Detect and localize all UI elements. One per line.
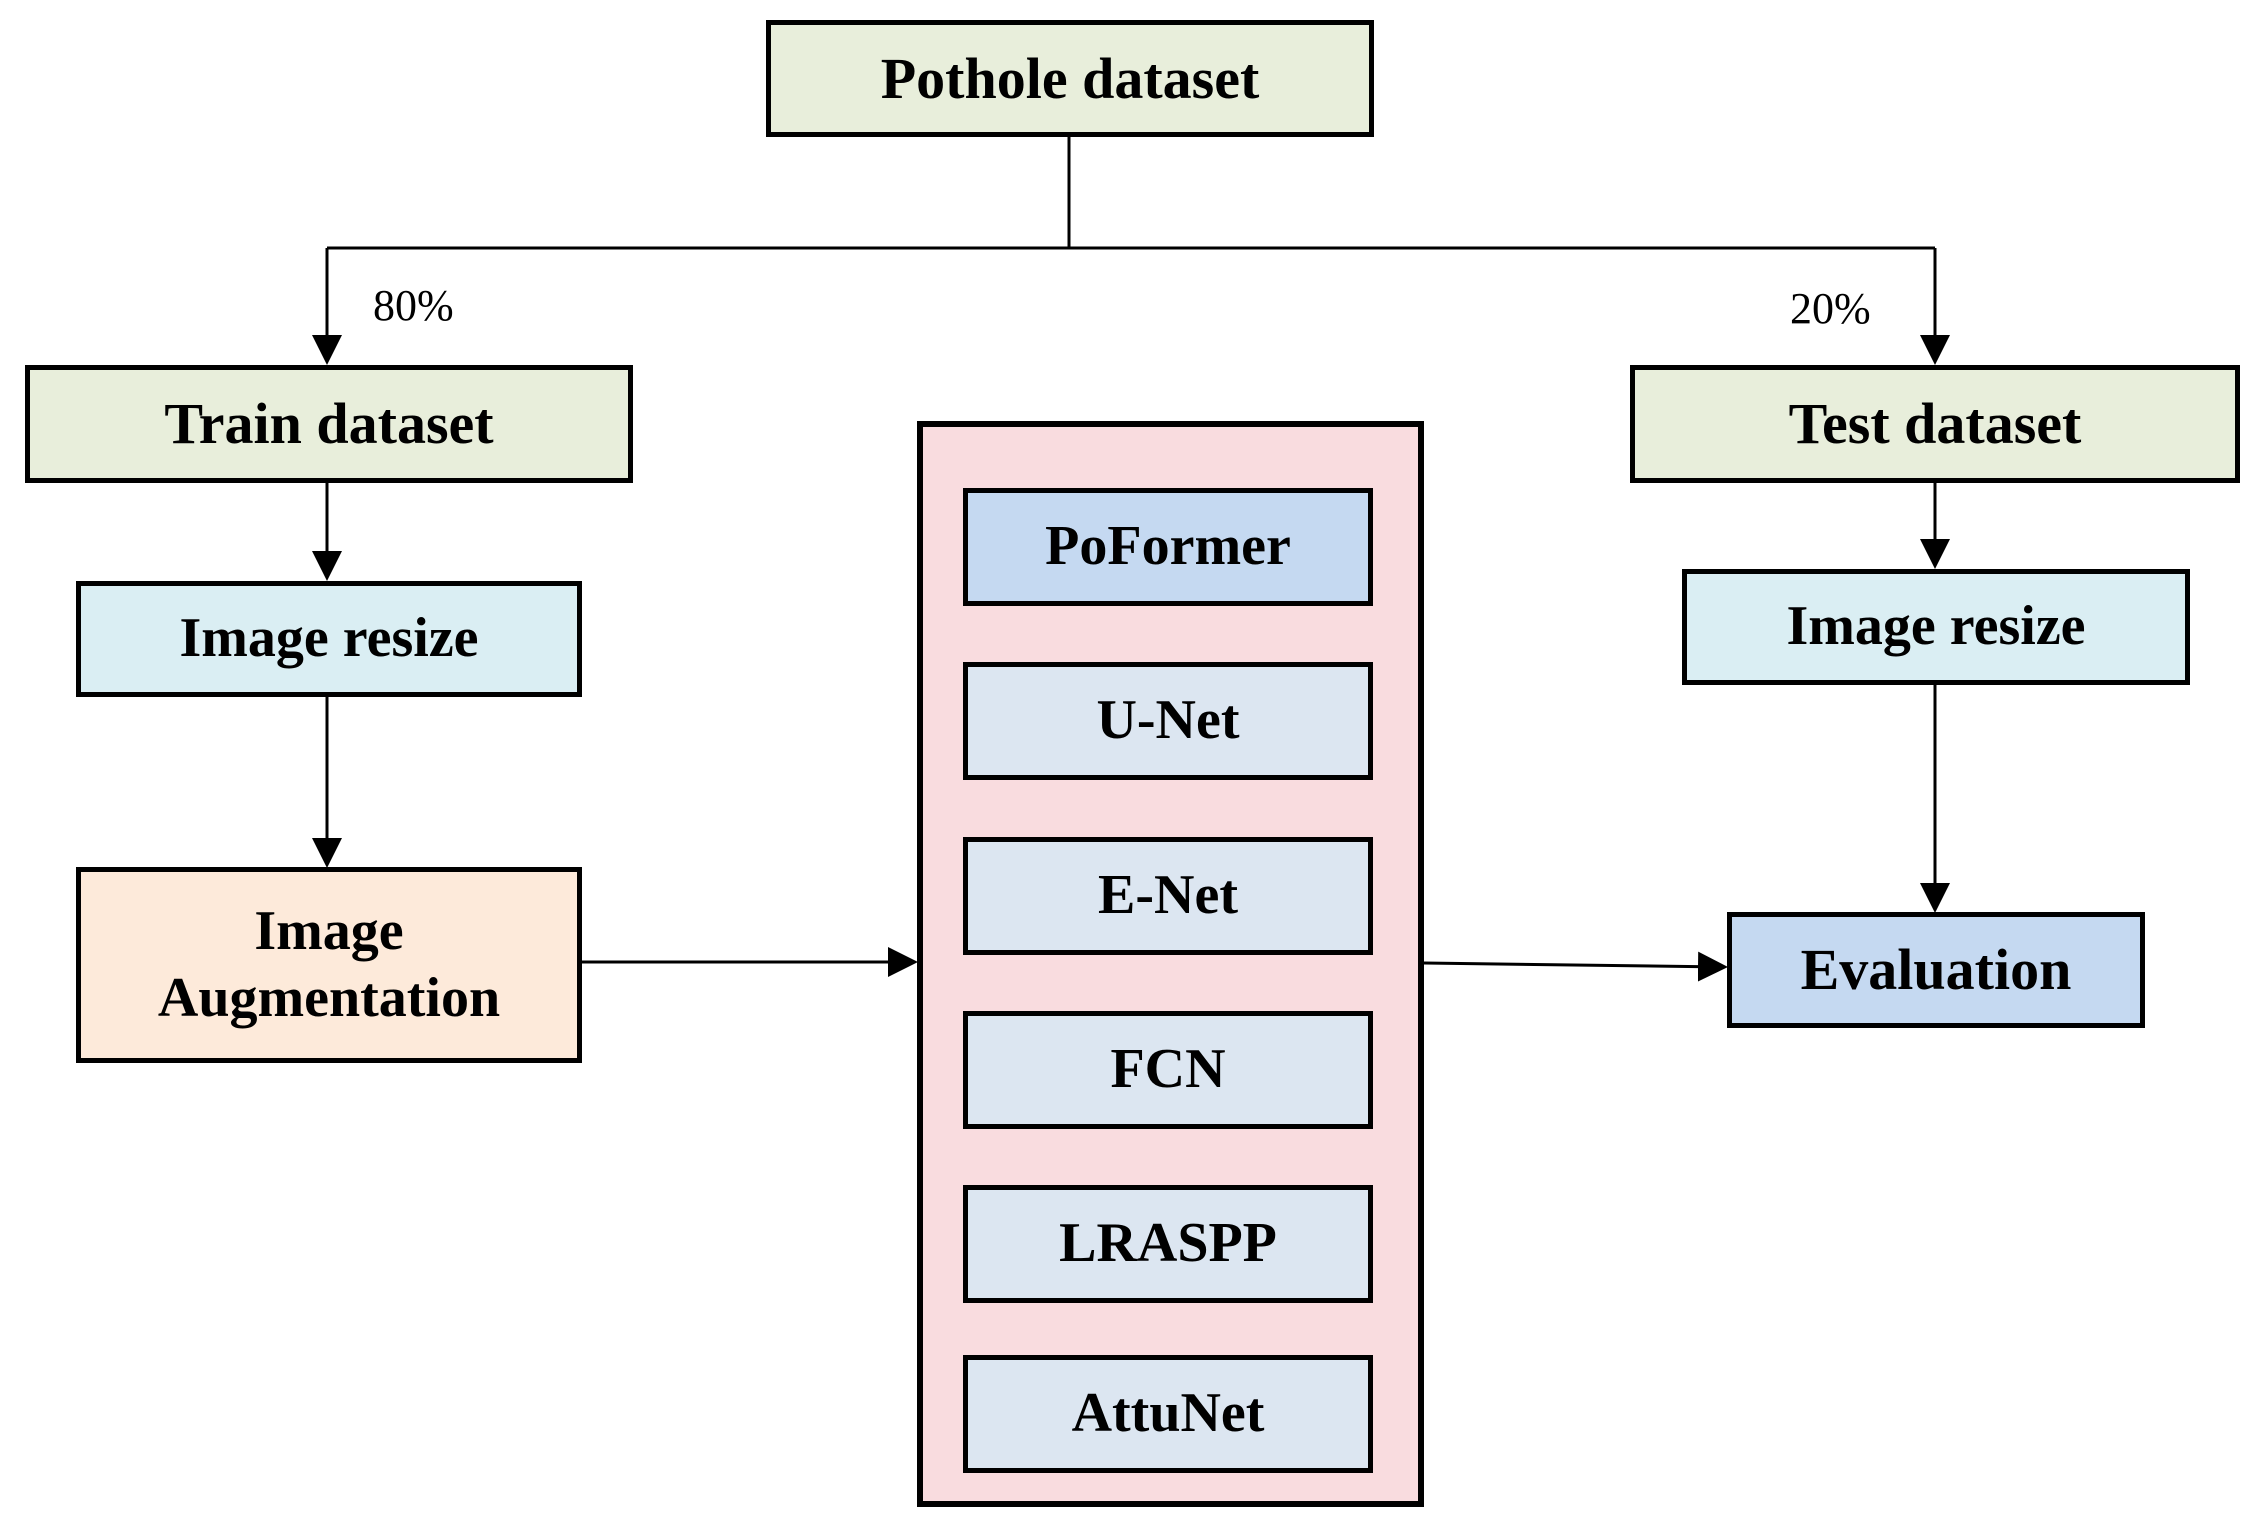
model-box-attunet: AttuNet [963,1355,1373,1473]
image-augmentation-label-line1: Image [254,899,404,962]
arrow-models-to-evaluation [1423,951,1728,982]
model-label-lraspp: LRASPP [1059,1212,1277,1275]
image-resize-right-label: Image resize [1786,595,2086,658]
evaluation-label: Evaluation [1800,937,2072,1003]
model-box-lraspp: LRASPP [963,1185,1373,1303]
model-label-poformer: PoFormer [1045,515,1291,578]
test-dataset-box: Test dataset [1630,365,2240,483]
image-resize-left-label: Image resize [179,607,479,670]
model-box-e-net: E-Net [963,837,1373,955]
test-dataset-label: Test dataset [1788,391,2082,457]
model-label-u-net: U-Net [1096,689,1240,752]
model-label-attunet: AttuNet [1071,1382,1265,1445]
evaluation-box: Evaluation [1727,912,2145,1028]
train-split-percent: 80% [373,281,454,330]
image-augmentation-label-line2: Augmentation [157,967,501,1029]
image-resize-right-box: Image resize [1682,569,2190,685]
model-label-fcn: FCN [1110,1038,1226,1101]
image-resize-left-box: Image resize [76,581,582,697]
model-box-poformer: PoFormer [963,488,1373,606]
train-dataset-label: Train dataset [164,391,494,457]
test-split-percent: 20% [1790,284,1871,333]
model-box-u-net: U-Net [963,662,1373,780]
model-box-fcn: FCN [963,1011,1373,1129]
train-dataset-box: Train dataset [25,365,633,483]
model-label-e-net: E-Net [1098,864,1238,927]
pothole-dataset-box: Pothole dataset [766,20,1374,137]
pothole-dataset-label: Pothole dataset [880,45,1260,111]
image-augmentation-box: Image Augmentation [76,867,582,1063]
